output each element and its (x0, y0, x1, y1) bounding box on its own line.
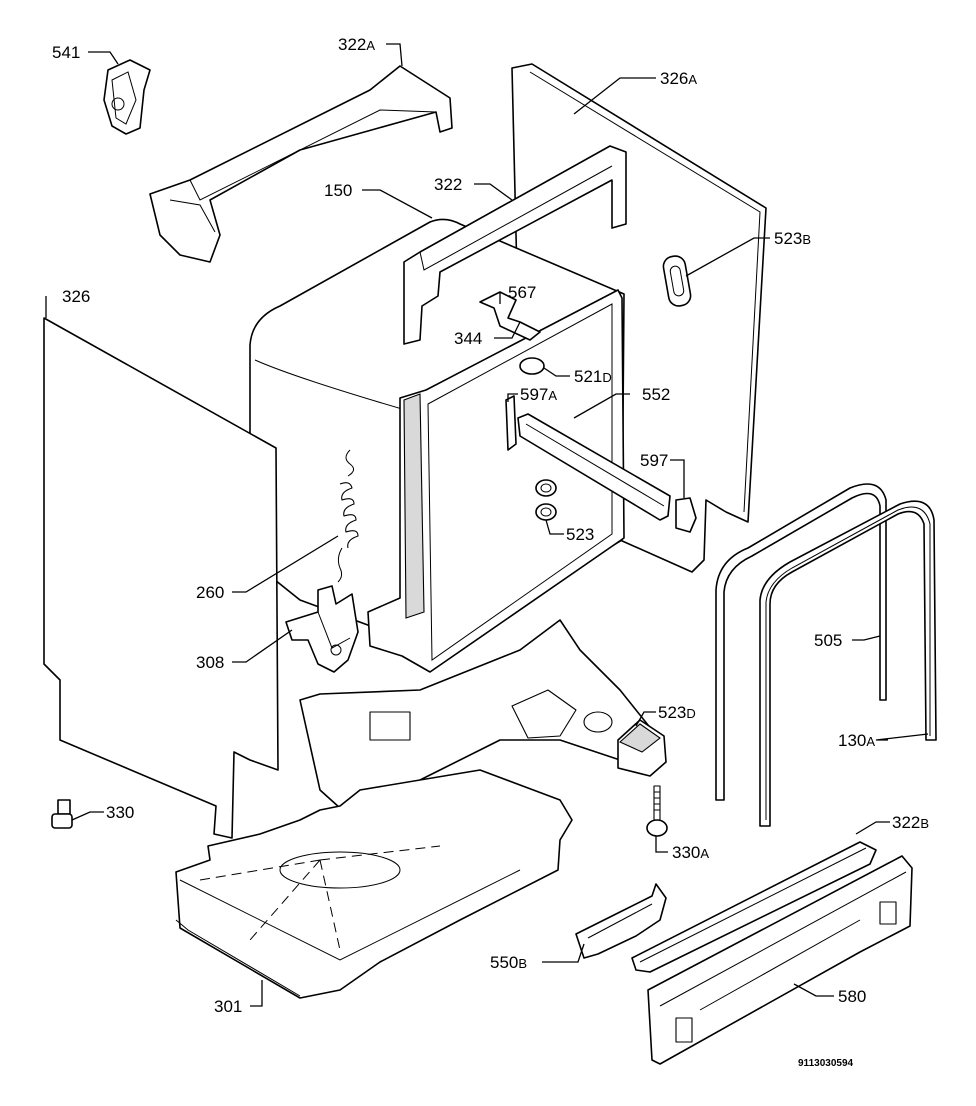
callout-330: 330 (106, 803, 134, 822)
leader-lines (45, 43, 929, 1007)
grommet-523b (662, 255, 692, 307)
side-panel-326 (43, 317, 279, 839)
levelling-foot-330a (646, 785, 668, 837)
seal-505 (715, 483, 887, 801)
callout-130a: 130A (838, 731, 875, 750)
callout-labels: 541 322A 326A 150 322 523B 326 567 344 5… (52, 35, 929, 1069)
base-frame-301 (175, 619, 661, 999)
callout-301: 301 (214, 997, 242, 1016)
callout-552: 552 (642, 385, 670, 404)
strip-552 (517, 413, 671, 521)
bracket-550b (575, 883, 667, 959)
callout-326a: 326A (660, 69, 697, 88)
plinth-580 (647, 855, 913, 1065)
bottom-rail-322b (631, 841, 877, 973)
callout-308: 308 (196, 653, 224, 672)
callout-541: 541 (52, 43, 80, 62)
knobs-523 (535, 479, 557, 521)
callout-580: 580 (838, 987, 866, 1006)
hinge-308 (285, 585, 359, 673)
bracket-597 (675, 497, 697, 533)
spring-260 (337, 449, 359, 583)
callout-597a: 597A (520, 385, 557, 404)
callout-322: 322 (434, 175, 462, 194)
drawing-code: 9113030594 (798, 1058, 854, 1069)
callout-523d: 523D (658, 703, 696, 722)
callout-523b: 523B (774, 229, 811, 248)
callout-344: 344 (454, 329, 482, 348)
crossbar-322 (403, 145, 627, 345)
foot-screw-330 (51, 799, 73, 829)
callout-326: 326 (62, 287, 90, 306)
callout-260: 260 (196, 583, 224, 602)
callout-330a: 330A (672, 843, 709, 862)
cap-521d (519, 357, 545, 375)
callout-322b: 322B (892, 813, 929, 832)
clip-597a (505, 395, 517, 451)
callout-505: 505 (814, 631, 842, 650)
seal-130a (759, 500, 937, 827)
callout-521d: 521D (574, 367, 612, 386)
callout-150: 150 (324, 181, 352, 200)
callout-523: 523 (566, 525, 594, 544)
top-frame-322a (149, 65, 453, 263)
callout-550b: 550B (490, 953, 527, 972)
callout-322a: 322A (338, 35, 375, 54)
tub-front-frame (367, 289, 625, 673)
callout-567: 567 (508, 283, 536, 302)
clip-541 (103, 59, 151, 135)
bracket-567 (479, 291, 541, 341)
callout-597: 597 (640, 451, 668, 470)
